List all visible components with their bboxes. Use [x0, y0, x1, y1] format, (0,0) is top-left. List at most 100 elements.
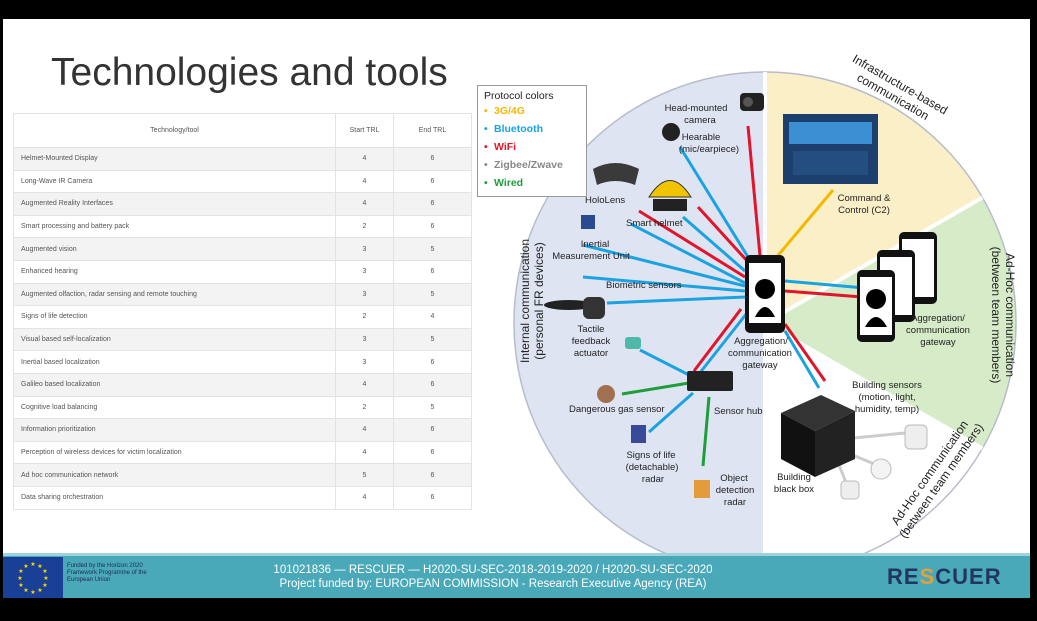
end-trl-cell: 6 — [393, 260, 472, 284]
biometric-label: Biometric sensors — [606, 280, 682, 291]
bluetooth-link — [678, 146, 750, 258]
footer-accent-line — [3, 553, 1030, 556]
svg-text:★: ★ — [17, 575, 22, 582]
bluetooth-link — [630, 222, 746, 285]
eu-flag-logo: ★★★★ ★★★★ ★★★★ — [3, 557, 63, 598]
eu-funding-line: Funded by the Horizon 2020 — [67, 563, 143, 569]
technology-cell: Data sharing orchestration — [13, 486, 336, 510]
legend-label: Bluetooth — [494, 123, 543, 135]
tactile-actuator-image — [625, 337, 641, 349]
svg-text:★: ★ — [42, 582, 47, 589]
svg-text:★: ★ — [18, 568, 23, 575]
end-trl-cell: 6 — [393, 418, 472, 442]
signs-of-life-label: Signs of life(detachable)radar — [626, 450, 679, 485]
radar-image — [631, 425, 646, 443]
svg-text:★: ★ — [43, 575, 48, 582]
end-trl-cell: 6 — [393, 192, 472, 216]
column-header-technology: Technology/tool — [13, 113, 336, 148]
start-trl-cell: 3 — [335, 328, 394, 352]
legend-title: Protocol colors — [484, 90, 554, 102]
technology-cell: Augmented Reality Interfaces — [13, 192, 336, 216]
start-trl-cell: 4 — [335, 486, 394, 510]
control-room-image — [783, 114, 878, 184]
trl-table: Technology/tool Start TRL End TRL Helmet… — [13, 113, 472, 510]
3g4g-link — [773, 189, 835, 260]
start-trl-cell: 5 — [335, 463, 394, 487]
bluetooth-link — [582, 243, 746, 288]
legend-dot: • — [484, 159, 488, 171]
wifi-link — [783, 323, 827, 382]
start-trl-cell: 2 — [335, 396, 394, 420]
end-trl-cell: 6 — [393, 463, 472, 487]
end-trl-cell: 6 — [393, 350, 472, 374]
wifi-link — [746, 125, 762, 257]
technology-cell: Galileo based localization — [13, 373, 336, 397]
window-top-bar — [0, 0, 1037, 19]
eu-funding-line: Framework Programme of the — [67, 570, 147, 576]
team-smartphones — [857, 232, 937, 342]
table-row: Augmented olfaction, radar sensing and r… — [13, 283, 472, 307]
start-trl-cell: 4 — [335, 192, 394, 216]
legend-label: Zigbee/Zwave — [494, 159, 563, 171]
bluetooth-link — [697, 312, 749, 375]
end-trl-cell: 6 — [393, 215, 472, 239]
technology-cell: Inertial based localization — [13, 350, 336, 374]
end-trl-cell: 5 — [393, 283, 472, 307]
start-trl-cell: 3 — [335, 283, 394, 307]
column-header-end-trl: End TRL — [393, 113, 472, 148]
end-trl-cell: 6 — [393, 147, 472, 171]
sector-divider — [764, 195, 984, 325]
technology-cell: Long-Wave IR Camera — [13, 170, 336, 194]
start-trl-cell: 2 — [335, 305, 394, 329]
object-radar-image — [694, 480, 710, 498]
wifi-link — [638, 209, 746, 279]
start-trl-cell: 2 — [335, 215, 394, 239]
black-box-image — [781, 395, 855, 477]
technology-cell: Helmet-Mounted Display — [13, 147, 336, 171]
svg-text:★: ★ — [37, 587, 42, 594]
c2-label: Command &Control (C2) — [838, 193, 891, 216]
start-trl-cell: 4 — [335, 170, 394, 194]
legend-item-bluetooth: • Bluetooth — [484, 123, 543, 135]
svg-text:★: ★ — [37, 563, 42, 570]
start-trl-cell: 3 — [335, 260, 394, 284]
end-trl-cell: 5 — [393, 328, 472, 352]
logo-part: S — [919, 564, 936, 589]
technology-cell: Cognitive load balancing — [13, 396, 336, 420]
end-trl-cell: 5 — [393, 237, 472, 261]
central-smartphone — [745, 255, 785, 333]
bluetooth-link — [582, 275, 746, 293]
gas-sensor-label: Dangerous gas sensor — [569, 404, 665, 415]
legend-label: Wired — [494, 177, 524, 189]
rescuer-logo: RESCUER — [887, 564, 1002, 590]
bluetooth-link — [639, 348, 690, 377]
legend-dot: • — [484, 123, 488, 135]
end-trl-cell: 6 — [393, 486, 472, 510]
sensor-hub-label: Sensor hub — [714, 406, 763, 417]
svg-text:★: ★ — [30, 561, 35, 568]
smartwatch-image — [583, 297, 605, 319]
start-trl-cell: 3 — [335, 350, 394, 374]
column-header-start-trl: Start TRL — [335, 113, 394, 148]
legend-item-wifi: •WiFi — [484, 141, 516, 153]
legend-item-3g4g: •3G/4G — [484, 105, 525, 117]
end-trl-cell: 6 — [393, 373, 472, 397]
adhoc-communication-label: Ad-Hoc communication(between team member… — [989, 247, 1017, 384]
legend-dot: • — [484, 177, 488, 189]
svg-text:★: ★ — [30, 589, 35, 596]
technology-cell: Information prioritization — [13, 418, 336, 442]
eu-funding-text: Funded by the Horizon 2020 Framework Pro… — [67, 563, 162, 584]
building-sector — [765, 323, 983, 553]
